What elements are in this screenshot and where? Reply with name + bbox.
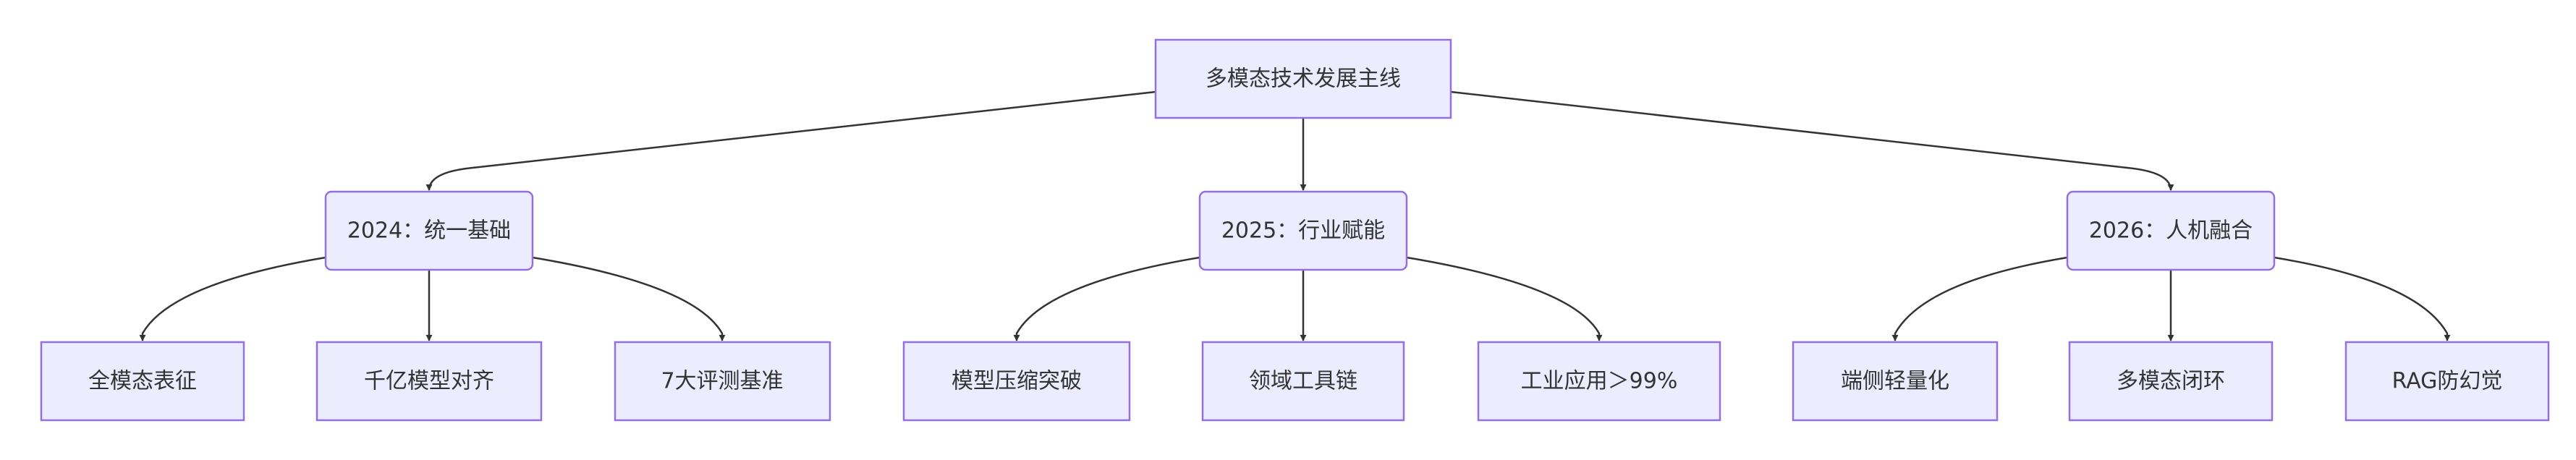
- edge-2024-to-leaf-3: [532, 256, 726, 341]
- node-2024-label: 2024：统一基础: [347, 218, 511, 244]
- leaf-node-3-label: 7大评测基准: [661, 369, 783, 394]
- root-node: 多模态技术发展主线: [1154, 38, 1452, 119]
- root-node-label: 多模态技术发展主线: [1206, 67, 1401, 92]
- leaf-node-6-label: 工业应用＞99%: [1521, 369, 1678, 394]
- leaf-node-6: 工业应用＞99%: [1477, 341, 1721, 422]
- edge-2026-to-leaf-7: [1891, 256, 2068, 341]
- node-2026-label: 2026：人机融合: [2089, 218, 2253, 244]
- edge-2025-to-leaf-6: [1406, 256, 1603, 341]
- edge-root-to-2024: [425, 90, 1156, 191]
- leaf-node-2-label: 千亿模型对齐: [364, 369, 494, 394]
- leaf-node-1-label: 全模态表征: [88, 369, 197, 394]
- leaf-node-9: RAG防幻觉: [2344, 341, 2550, 422]
- leaf-node-5-label: 领域工具链: [1249, 369, 1357, 394]
- leaf-node-7-label: 端侧轻量化: [1841, 369, 1949, 394]
- leaf-node-4: 模型压缩突破: [902, 341, 1131, 422]
- edge-root-to-2026: [1450, 90, 2174, 191]
- leaf-node-9-label: RAG防幻觉: [2392, 369, 2503, 394]
- leaf-node-7: 端侧轻量化: [1792, 341, 1999, 422]
- edge-2024-to-leaf-1: [139, 256, 326, 341]
- node-2025: 2025：行业赋能: [1198, 190, 1408, 271]
- leaf-node-2: 千亿模型对齐: [315, 341, 543, 422]
- edge-2025-to-leaf-4: [1013, 256, 1200, 341]
- leaf-node-8: 多模态闭环: [2068, 341, 2274, 422]
- leaf-node-3: 7大评测基准: [614, 341, 831, 422]
- node-2025-label: 2025：行业赋能: [1221, 218, 1385, 244]
- leaf-node-4-label: 模型压缩突破: [952, 369, 1082, 394]
- leaf-node-8-label: 多模态闭环: [2117, 369, 2225, 394]
- leaf-node-1: 全模态表征: [40, 341, 245, 422]
- node-2026: 2026：人机融合: [2066, 190, 2276, 271]
- edges: [139, 90, 2451, 341]
- edge-2026-to-leaf-9: [2274, 256, 2451, 341]
- leaf-node-5: 领域工具链: [1201, 341, 1405, 422]
- node-2024: 2024：统一基础: [324, 190, 534, 271]
